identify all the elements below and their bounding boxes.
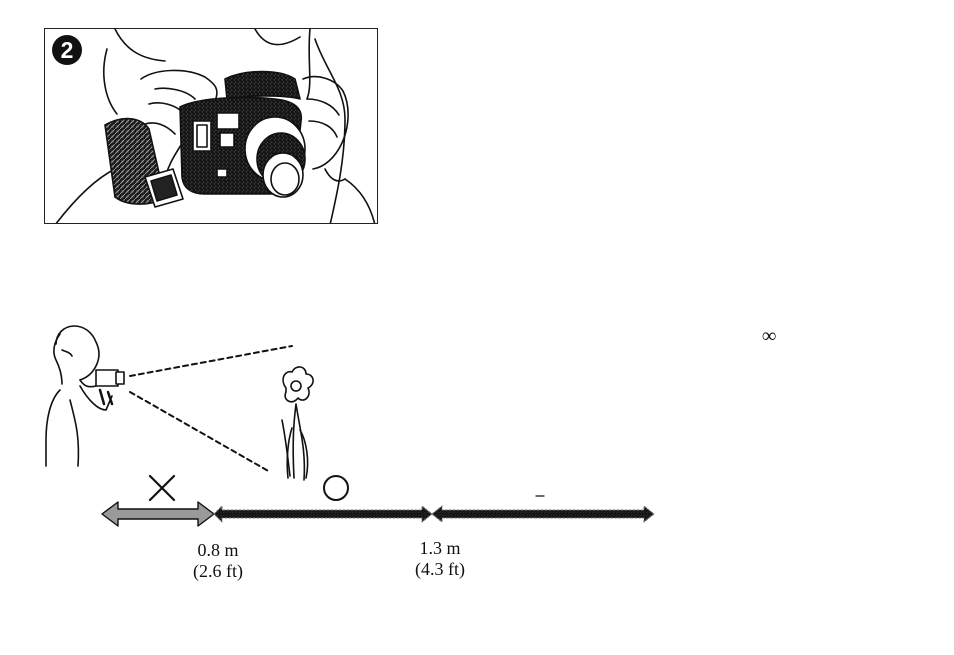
distance-metric: 1.3 m xyxy=(398,538,482,559)
distance-label-far: 1.3 m (4.3 ft) xyxy=(398,538,482,580)
camera-grip-illustration-frame: 2 xyxy=(44,28,378,224)
focus-range-arrow-near xyxy=(214,506,432,522)
person-with-camera-icon xyxy=(46,326,124,466)
too-close-range-arrow xyxy=(102,502,214,526)
infinity-symbol: ∞ xyxy=(762,326,776,346)
upper-view-line xyxy=(130,346,292,376)
lower-view-line xyxy=(130,392,270,472)
distance-imperial: (4.3 ft) xyxy=(398,559,482,580)
step-number-badge: 2 xyxy=(52,35,82,65)
focus-range-arrow-far xyxy=(432,506,654,522)
distance-label-near: 0.8 m (2.6 ft) xyxy=(178,540,258,582)
distance-metric: 0.8 m xyxy=(178,540,258,561)
circle-mark-icon xyxy=(324,476,348,500)
camera-grip-illustration xyxy=(45,29,378,224)
x-mark-icon xyxy=(150,476,174,500)
distance-imperial: (2.6 ft) xyxy=(178,561,258,582)
flower-icon xyxy=(282,367,313,480)
